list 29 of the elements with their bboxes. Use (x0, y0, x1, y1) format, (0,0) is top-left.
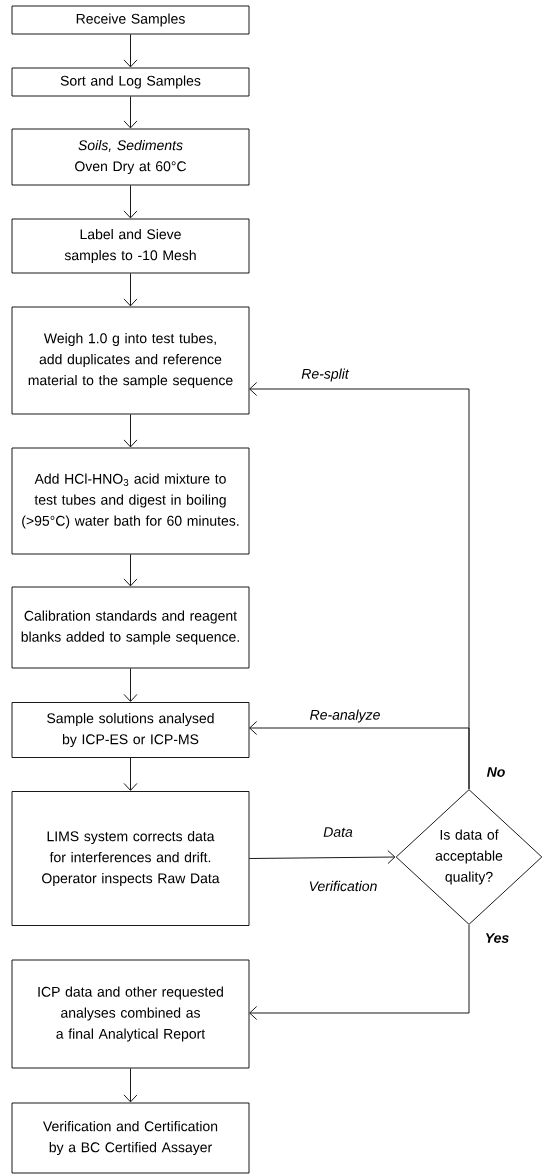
process-box: Verification and Certification by a BC Certified Assayer (11, 1102, 250, 1174)
arrow (123, 273, 138, 307)
arrow (249, 924, 470, 1020)
process-box: Label and Sieve samples to -10 Mesh (11, 218, 250, 274)
process-box: ICP data and other requested analyses combined as a final Analytical Report (11, 959, 250, 1069)
arrow (123, 185, 138, 219)
process-box: LIMS system corrects data for interferences and drift. Operator inspects Raw Data (11, 791, 250, 926)
branch-label: Verification (309, 880, 377, 892)
arrow (123, 414, 138, 448)
process-box: Sort and Log Samples (11, 67, 250, 97)
process-box: Weigh 1.0 g into test tubes, add duplicates and reference material to the sample sequence (11, 306, 250, 415)
arrow (123, 34, 138, 68)
process-box: Calibration standards and reagent blanks added to sample sequence. (11, 586, 250, 669)
branch-label: No (486, 767, 505, 777)
edge-label: Re-split (300, 367, 350, 383)
edge-label: Yes (483, 932, 511, 944)
edge-label: Data (322, 826, 354, 838)
arrow (123, 1068, 138, 1103)
process-box: Add HCl-HNO$_{3}$ acid mixture to test tubes and digest in boiling (>95°C) water bath for 60 minutes. (11, 447, 250, 555)
arrow (249, 850, 396, 865)
arrow (123, 668, 138, 702)
arrow (249, 721, 470, 790)
process-box: Soils, Sediments Oven Dry at 60°C (11, 128, 250, 186)
arrow (123, 757, 138, 791)
process-box: Receive Samples (11, 5, 250, 35)
arrow (123, 96, 138, 129)
arrow (123, 554, 138, 587)
process-box: Sample solutions analysed by ICP-ES or ICP-MS (11, 702, 250, 758)
edge-label: Re-analyze (308, 708, 382, 724)
